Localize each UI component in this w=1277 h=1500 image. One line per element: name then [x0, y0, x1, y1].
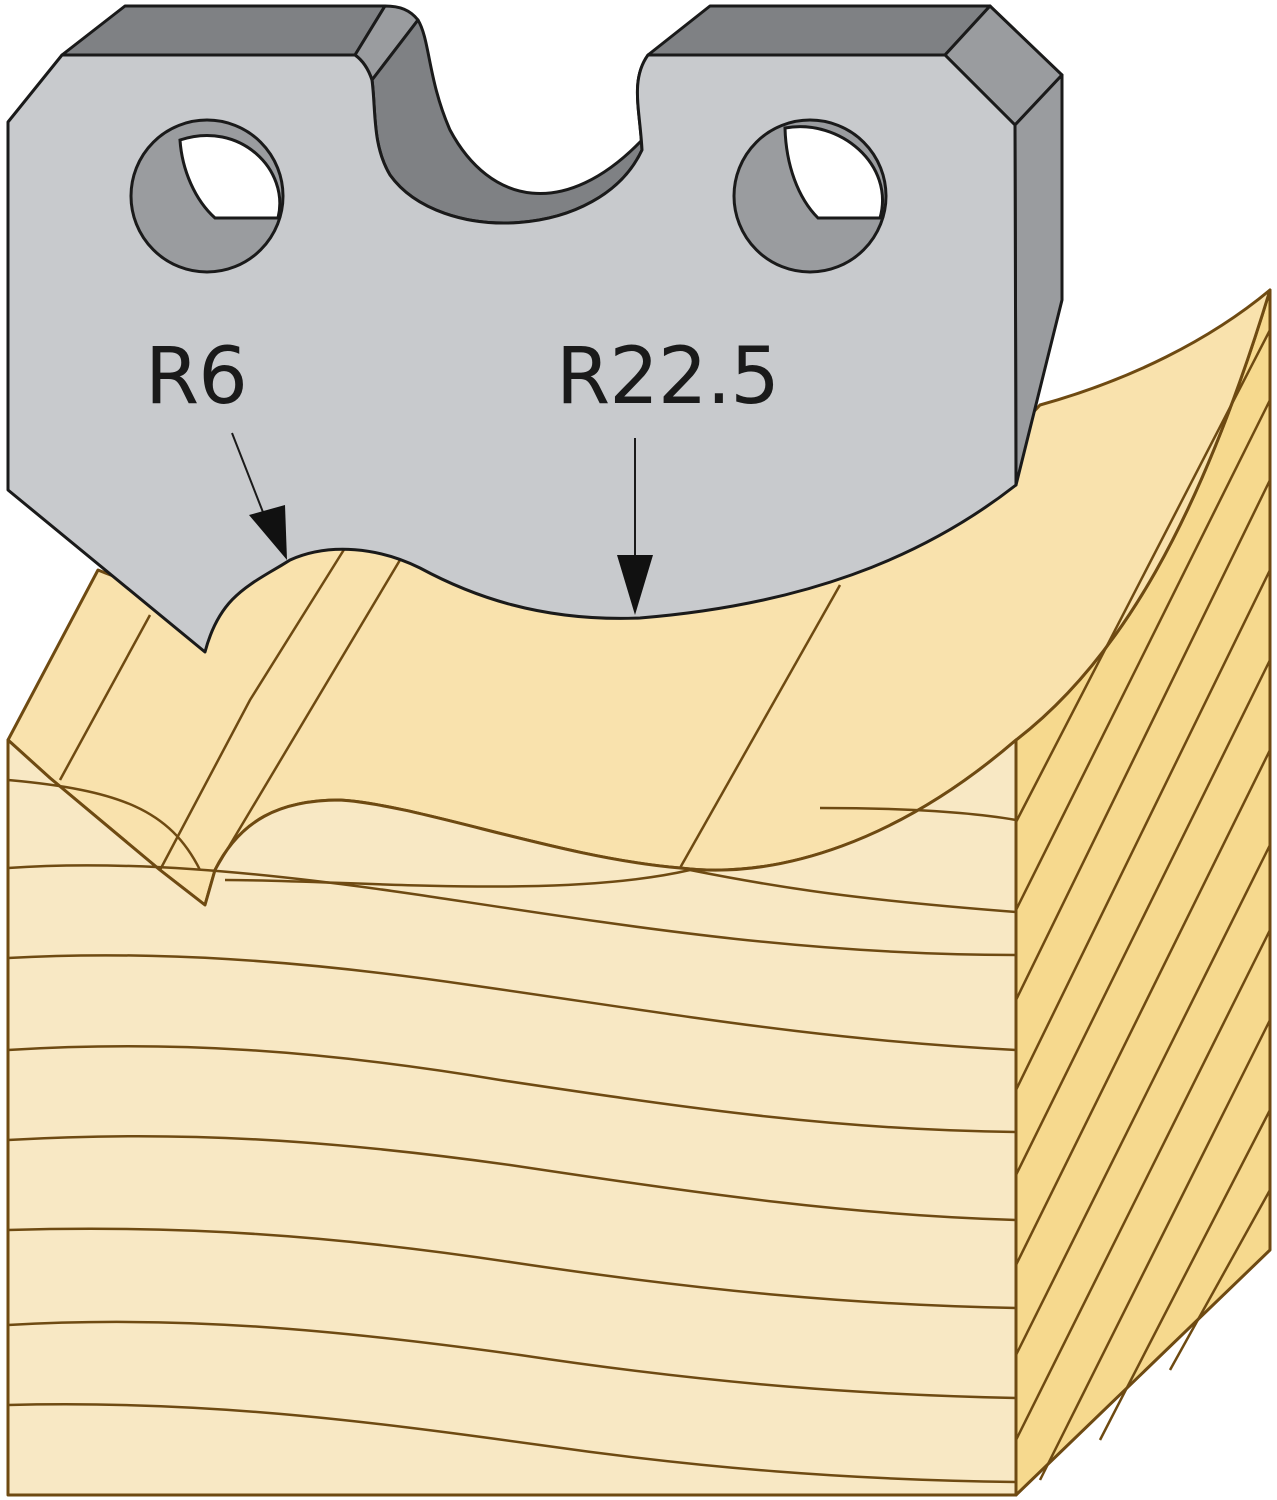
- r22-5-dimension-arrow: [617, 438, 653, 615]
- wood-block: [6, 288, 1272, 1497]
- radius-label-r6: R6: [145, 332, 248, 422]
- wood-front-face: [6, 738, 1018, 1497]
- r6-arrowhead: [249, 505, 287, 560]
- knife-top-left-bevel: [60, 4, 387, 57]
- knife-top-right-bevel: [646, 4, 992, 57]
- side-grain-lines: [1014, 329, 1272, 1481]
- radius-label-r22-5: R22.5: [556, 332, 780, 422]
- left-mounting-hole: [129, 118, 285, 274]
- r6-dimension-arrow: [231, 432, 287, 560]
- steel-knife: [6, 4, 1064, 654]
- right-mounting-hole: [732, 118, 888, 274]
- r22-5-arrowhead: [617, 555, 653, 615]
- profile-grain-lines: [58, 547, 842, 871]
- front-grain-lines: [7, 778, 1017, 1484]
